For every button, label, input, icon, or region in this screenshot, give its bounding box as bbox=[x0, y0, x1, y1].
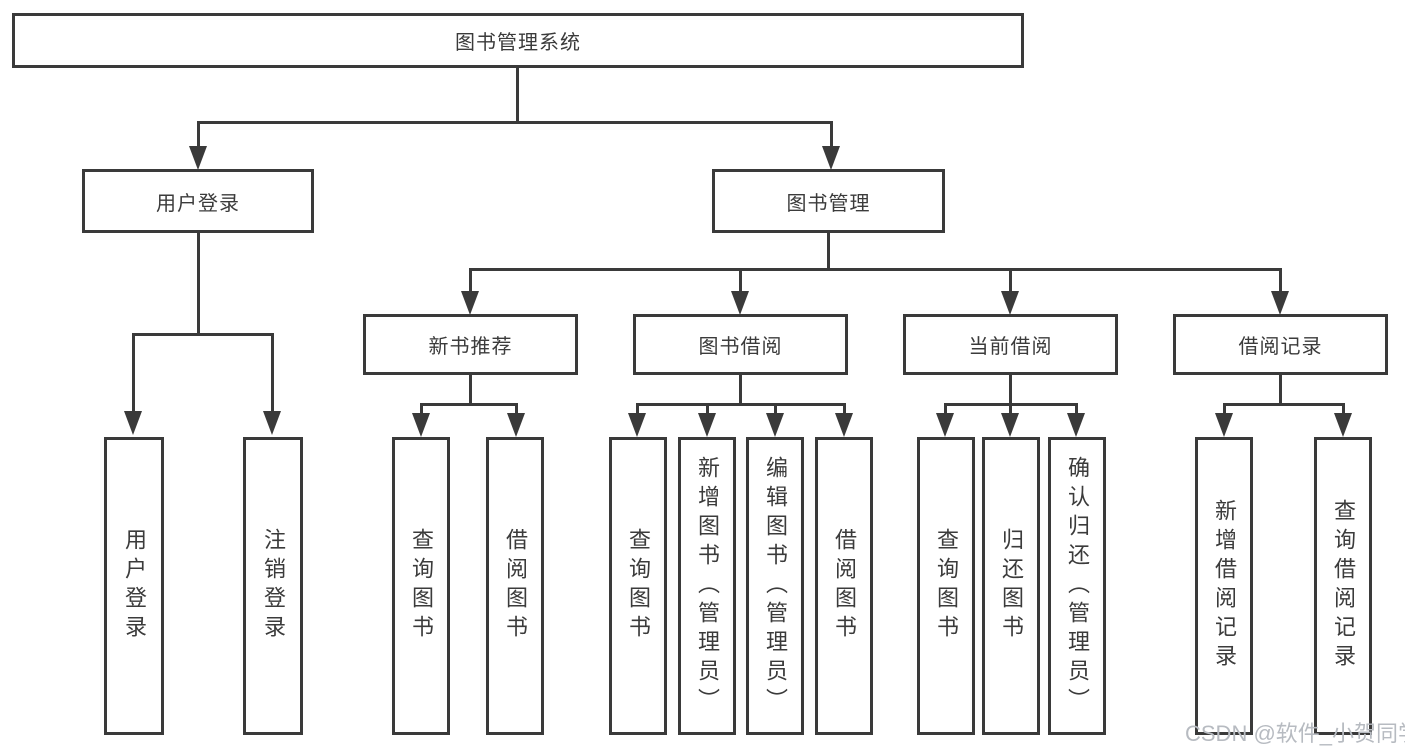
node-label: 用户登录 bbox=[122, 528, 147, 644]
csdn-watermark: CSDN @软件_小贺同学 bbox=[1185, 721, 1405, 746]
connector-userlogin-stem bbox=[197, 233, 200, 336]
connector-bookmgmt-stem bbox=[827, 233, 830, 271]
arrowhead-borrow-record bbox=[1271, 291, 1289, 315]
node-borrow-records: 借阅记录 bbox=[1173, 314, 1388, 375]
connector-drop-book-management bbox=[830, 121, 833, 149]
node-label: 新增借阅记录 bbox=[1212, 499, 1237, 673]
node-label: 图书管理系统 bbox=[455, 32, 581, 54]
node-leaf-confirm-return-admin: 确认归还（管理员） bbox=[1048, 437, 1106, 735]
arrowhead-leaf bbox=[835, 413, 853, 437]
node-book-borrow: 图书借阅 bbox=[633, 314, 848, 375]
arrowhead-new-book bbox=[461, 291, 479, 315]
connector-newbook-stem bbox=[469, 375, 472, 406]
connector-drop-leaf bbox=[774, 403, 777, 415]
arrowhead-leaf bbox=[628, 413, 646, 437]
arrowhead-leaf bbox=[507, 413, 525, 437]
arrowhead-current-borrow bbox=[1001, 291, 1019, 315]
node-user-login: 用户登录 bbox=[82, 169, 314, 233]
node-book-management: 图书管理 bbox=[712, 169, 945, 233]
connector-bookborrow-stem bbox=[739, 375, 742, 406]
arrowhead-leaf bbox=[1067, 413, 1085, 437]
connector-drop-leaf bbox=[1223, 403, 1226, 415]
node-leaf-query-books: 查询图书 bbox=[609, 437, 667, 735]
connector-drop-current-borrow bbox=[1009, 268, 1012, 294]
connector-currentborrow-stem bbox=[1009, 375, 1012, 406]
node-label: 查询图书 bbox=[409, 528, 434, 644]
connector-root-crossbar bbox=[197, 121, 833, 124]
node-leaf-user-login: 用户登录 bbox=[104, 437, 164, 735]
connector-drop-leaf bbox=[1009, 403, 1012, 415]
node-leaf-query-borrow-record: 查询借阅记录 bbox=[1314, 437, 1372, 735]
arrowhead-logout-leaf bbox=[263, 411, 281, 435]
node-leaf-borrow-books: 借阅图书 bbox=[486, 437, 544, 735]
node-label: 图书管理 bbox=[786, 192, 871, 215]
node-label: 确认归还（管理员） bbox=[1065, 455, 1090, 717]
node-label: 查询图书 bbox=[934, 528, 959, 644]
connector-borrowrecord-crossbar bbox=[1223, 403, 1345, 406]
arrowhead-user-login bbox=[189, 146, 207, 170]
connector-drop-leaf bbox=[515, 403, 518, 415]
node-label: 借阅图书 bbox=[832, 528, 857, 644]
node-current-borrow: 当前借阅 bbox=[903, 314, 1118, 375]
node-label: 图书借阅 bbox=[698, 336, 783, 358]
node-leaf-borrow-books: 借阅图书 bbox=[815, 437, 873, 735]
node-label: 注销登录 bbox=[261, 528, 286, 644]
node-label: 用户登录 bbox=[156, 192, 240, 215]
node-library-management-system: 图书管理系统 bbox=[12, 13, 1024, 68]
node-leaf-logout: 注销登录 bbox=[243, 437, 303, 735]
node-label: 编辑图书（管理员） bbox=[763, 455, 788, 717]
connector-drop-leaf bbox=[706, 403, 709, 415]
connector-drop-book-borrow bbox=[739, 268, 742, 294]
connector-borrowrecord-stem bbox=[1279, 375, 1282, 406]
node-label: 借阅记录 bbox=[1238, 336, 1323, 358]
connector-drop-leaf bbox=[1342, 403, 1345, 415]
node-leaf-edit-books-admin: 编辑图书（管理员） bbox=[746, 437, 804, 735]
node-new-book-recommend: 新书推荐 bbox=[363, 314, 578, 375]
node-label: 归还图书 bbox=[999, 528, 1024, 644]
arrowhead-leaf bbox=[1001, 413, 1019, 437]
arrowhead-leaf bbox=[1215, 413, 1233, 437]
connector-drop-leaf bbox=[1075, 403, 1078, 415]
connector-drop-logout-leaf bbox=[271, 333, 274, 413]
connector-root-stem bbox=[516, 68, 519, 121]
node-leaf-query-books: 查询图书 bbox=[917, 437, 975, 735]
connector-drop-leaf bbox=[420, 403, 423, 415]
connector-drop-leaf bbox=[636, 403, 639, 415]
node-label: 查询图书 bbox=[626, 528, 651, 644]
connector-bookborrow-crossbar bbox=[636, 403, 845, 406]
connector-drop-leaf bbox=[944, 403, 947, 415]
connector-drop-borrow-record bbox=[1279, 268, 1282, 294]
node-label: 当前借阅 bbox=[968, 336, 1053, 358]
node-leaf-add-books-admin: 新增图书（管理员） bbox=[678, 437, 736, 735]
connector-drop-new-book bbox=[469, 268, 472, 294]
connector-newbook-crossbar bbox=[420, 403, 518, 406]
node-leaf-return-books: 归还图书 bbox=[982, 437, 1040, 735]
arrowhead-leaf bbox=[766, 413, 784, 437]
arrowhead-book-management bbox=[822, 146, 840, 170]
connector-drop-leaf bbox=[843, 403, 846, 415]
arrowhead-leaf bbox=[1334, 413, 1352, 437]
arrowhead-leaf bbox=[698, 413, 716, 437]
arrowhead-book-borrow bbox=[731, 291, 749, 315]
node-label: 查询借阅记录 bbox=[1331, 499, 1356, 673]
connector-drop-login-leaf bbox=[132, 333, 135, 413]
node-label: 新书推荐 bbox=[428, 336, 513, 358]
connector-drop-user-login bbox=[197, 121, 200, 149]
arrowhead-leaf bbox=[412, 413, 430, 437]
node-leaf-add-borrow-record: 新增借阅记录 bbox=[1195, 437, 1253, 735]
arrowhead-leaf bbox=[936, 413, 954, 437]
connector-userlogin-crossbar bbox=[132, 333, 274, 336]
connector-bookmgmt-crossbar bbox=[469, 268, 1282, 271]
node-label: 新增图书（管理员） bbox=[695, 455, 720, 717]
node-leaf-query-books: 查询图书 bbox=[392, 437, 450, 735]
node-label: 借阅图书 bbox=[503, 528, 528, 644]
arrowhead-login-leaf bbox=[124, 411, 142, 435]
